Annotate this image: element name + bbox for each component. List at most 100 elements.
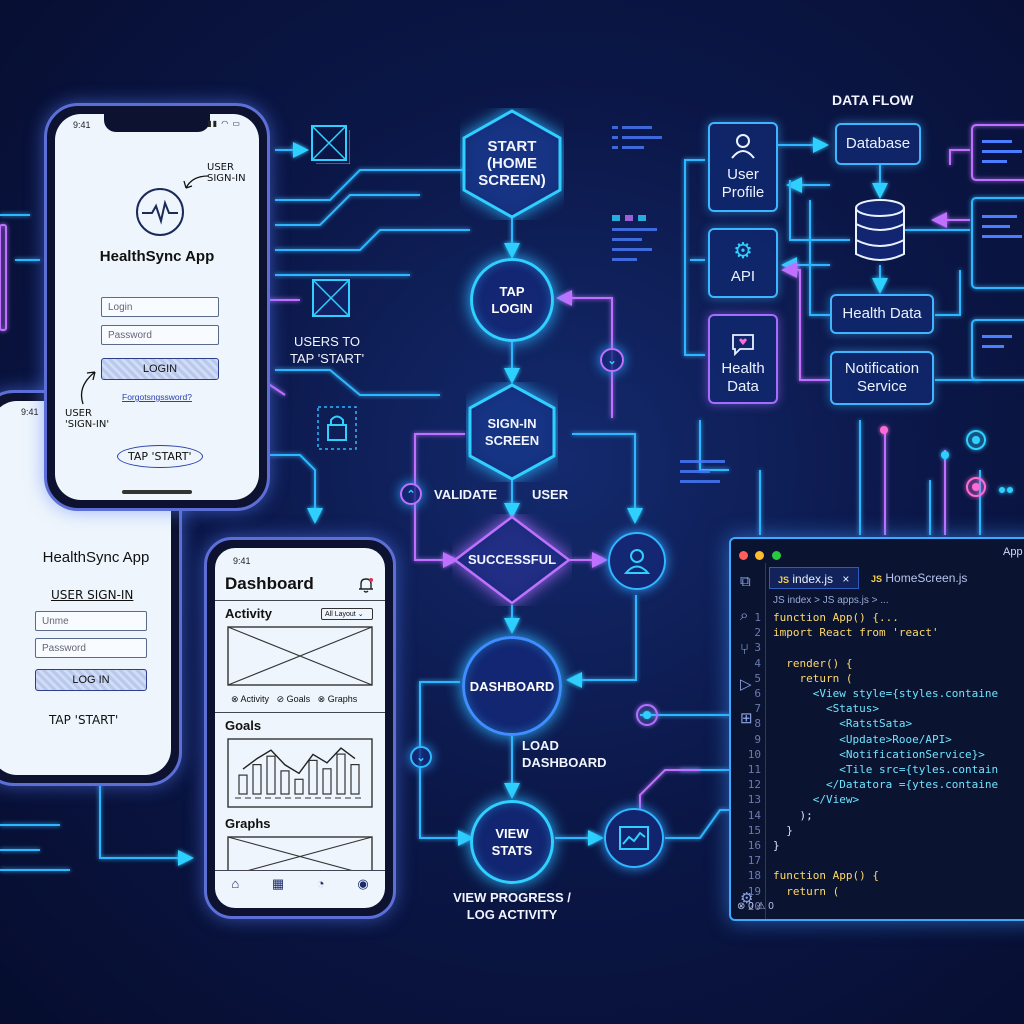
search-icon[interactable]: ⌕ [740,607,749,624]
health-data-left-box[interactable]: Health Data [708,314,778,404]
status-icons: ▮▮ ◠ ▭ [207,119,241,128]
activity-bar: ⧉ ⌕ ⑂ ▷ ⊞ ⚙ [731,563,766,919]
api-label: API [730,268,756,285]
code-line: <View style={styles.containe [773,687,999,700]
line-number: 18 [747,869,761,883]
signin-screen-node[interactable] [466,382,558,482]
goals-bar [336,753,346,795]
password-field[interactable]: Password [101,325,219,345]
database-label: Database [845,135,911,152]
code-line: } [773,823,793,837]
chevron-down-icon[interactable]: ⌄ [600,348,624,372]
api-box[interactable]: ⚙ API [708,228,778,298]
minimize-window-dot[interactable] [755,551,765,560]
username-field[interactable]: Unme [35,611,147,631]
tab-homescreen-js[interactable]: JS HomeScreen.js [863,567,991,589]
phone-login-sketch: 9:41 ▮▮ ◠ ▭ USER SIGN-IN HealthSync App … [44,103,270,511]
tap-start-annotation: TAP 'START' [49,713,119,727]
source-control-icon[interactable]: ⑂ [740,641,750,658]
arrow-annotation-icon [80,371,96,405]
view-stats-node[interactable]: VIEW STATS [470,800,554,884]
line-number: 7 [754,702,761,716]
dashboard-node[interactable]: DASHBOARD [462,636,562,736]
close-window-dot[interactable] [739,551,748,560]
status-time: 9:41 [233,556,251,566]
tab-homescreen-label: HomeScreen.js [885,571,968,585]
user-icon[interactable] [608,532,666,590]
code-line: import React from 'react' [773,626,939,640]
calendar-icon[interactable]: ▦ [271,876,285,891]
code-line: <RatstSata> [773,717,913,731]
forgot-password-link[interactable]: Forgotsngssword? [122,392,192,402]
load-dashboard-label: LOAD DASHBOARD [522,738,607,770]
extensions-icon[interactable]: ⊞ [740,710,753,727]
divider [215,600,385,601]
line-number: 11 [747,763,761,776]
bell-icon[interactable] [357,576,375,594]
login-button[interactable]: LOGIN [101,358,219,380]
phone-notch [104,114,210,132]
view-progress-label: VIEW PROGRESS / LOG ACTIVITY [453,890,571,922]
users-to-tap-label: USERS TO TAP 'START' [290,334,365,366]
login-field[interactable]: Login [101,297,219,317]
code-line: } [773,839,780,852]
start-node[interactable] [460,108,564,220]
chart-icon[interactable] [604,808,664,868]
code-line: ); [773,808,813,822]
notification-service-box[interactable]: Notification Service [830,351,934,405]
database-box[interactable]: Database [835,123,921,165]
goals-chart [227,738,373,808]
graphs-placeholder [227,836,373,870]
code-editor-window: App ⧉ ⌕ ⑂ ▷ ⊞ ⚙ JS index.js × JS HomeScr… [729,537,1024,921]
code-line: <Status> [773,702,879,716]
dashboard-label: DASHBOARD [469,678,555,694]
line-number: 8 [754,717,761,731]
layout-select[interactable]: All Layout ⌄ [321,608,373,620]
chip-activity[interactable]: ⊗ Activity [231,694,270,704]
app-title: HealthSync App [42,549,150,566]
health-data-box[interactable]: Health Data [830,294,934,334]
successful-decision-node[interactable] [452,514,572,606]
maximize-window-dot[interactable] [771,551,781,560]
tap-login-label: TAP LOGIN [491,284,533,316]
activity-heading: Activity [225,606,272,621]
settings-gear-icon[interactable]: ⚙ [740,890,754,907]
code-line: </Datatora ={ytes.containe [773,778,999,792]
window-controls [739,547,781,565]
chart-pie-icon[interactable]: ◔ [316,876,325,891]
goals-trend-line [242,747,356,775]
password-field[interactable]: Password [35,638,147,658]
goals-bar [252,764,262,795]
profile-icon[interactable]: ◉ [357,876,369,891]
line-number: 17 [747,854,761,868]
dashboard-title: Dashboard [225,574,314,593]
layout-select-value: All Layout [325,611,356,618]
line-number: 3 [754,641,761,655]
user-profile-box[interactable]: User Profile [708,122,778,212]
run-debug-icon[interactable]: ▷ [740,676,752,693]
login-button[interactable]: LOG IN [35,669,147,691]
goals-bar [322,768,332,795]
tap-login-node[interactable]: TAP LOGIN [470,258,554,342]
code-line: return ( [773,671,853,685]
explorer-icon[interactable]: ⧉ [740,573,751,590]
tab-close-icon[interactable]: × [842,572,850,586]
health-data-label: Health Data [842,305,922,322]
status-bar: ⊗ 0 ⚠ 0 [737,901,774,912]
code-line: function App() { [773,869,879,883]
successful-label: SUCCESSFUL [467,552,557,567]
line-number: 6 [754,687,761,700]
chip-goals[interactable]: ⊘ Goals [276,694,311,704]
chip-graphs[interactable]: ⊗ Graphs [317,694,358,704]
phone-dashboard-sketch: 9:41 Dashboard Activity All Layout ⌄ ⊗ A… [204,537,396,919]
line-number: 20 [747,899,761,913]
line-number: 9 [754,732,761,746]
home-icon[interactable]: ⌂ [231,876,240,891]
tab-index-js[interactable]: JS index.js × [769,567,859,589]
chevron-up-icon[interactable]: ⌃ [400,483,422,505]
chip-goals-label: Goals [286,694,311,704]
line-number: 5 [754,671,761,685]
phone-screen: 9:41 ▮▮ ◠ ▭ USER SIGN-IN HealthSync App … [55,114,259,500]
chevron-down-icon[interactable]: ⌄ [410,746,432,768]
